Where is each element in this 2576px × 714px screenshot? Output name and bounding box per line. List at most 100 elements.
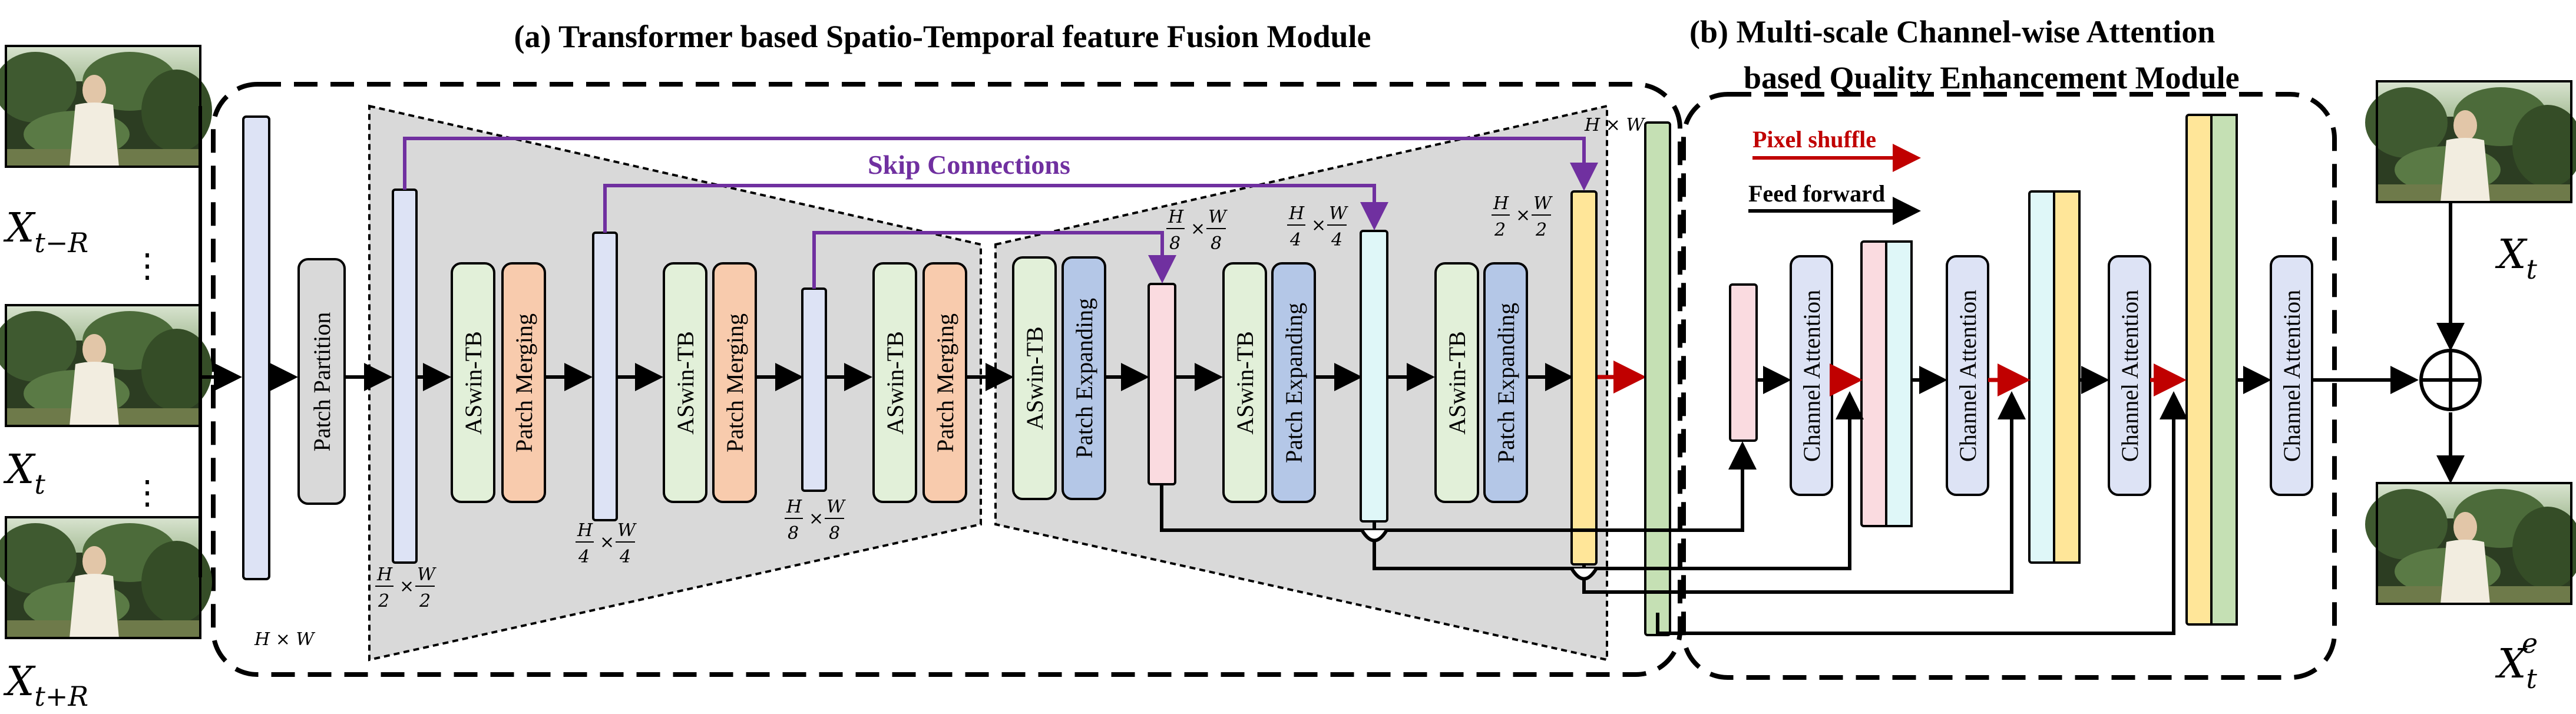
aswin-tb-block-3 — [872, 262, 917, 503]
svg-text:H: H — [1493, 193, 1509, 214]
svg-text:×: × — [399, 576, 414, 597]
svg-text:8: 8 — [829, 523, 840, 544]
cross-module-connections — [1160, 391, 2188, 636]
feature-map-decoder-h2 — [1570, 190, 1598, 566]
dimension-labels: H × W H × W H 2 × W 2 H 4 × W 4 H 8 × W 8 H 8 ×… — [254, 115, 1645, 650]
dim-h2-w2-decoder: H 2 × W 2 — [1492, 193, 1553, 240]
svg-text:4: 4 — [1289, 230, 1301, 250]
skip-connections — [403, 137, 1598, 289]
vertical-dots-top: ⋮ — [131, 248, 164, 285]
patch-merging-block-1 — [501, 262, 546, 503]
mcab-feature-green-half — [2210, 114, 2238, 626]
feature-map-h8 — [801, 287, 827, 492]
aswin-tb-block-5 — [1222, 262, 1267, 503]
feature-map-hw — [242, 115, 270, 580]
patch-expanding-block-2 — [1271, 262, 1316, 503]
svg-text:H: H — [376, 564, 393, 585]
feature-map-h2 — [392, 189, 418, 564]
patch-merging-block-3 — [922, 262, 967, 503]
label-output-x-t: Xt — [2495, 232, 2537, 285]
input-frame-t — [0, 304, 213, 427]
channel-attention-label-4: Channel Attention — [2279, 290, 2305, 462]
output-frame-t — [2364, 80, 2576, 203]
aswin-tb-block-2 — [663, 262, 707, 503]
label-x-t-plus-r: Xt+R — [3, 659, 88, 712]
hop-arc-2 — [1570, 567, 1598, 581]
module-a-title: (a) Transformer based Spatio-Temporal fe… — [514, 19, 1371, 54]
legend: Pixel shuffle Feed forward — [1748, 126, 1921, 225]
hop-arc-1 — [1360, 529, 1388, 543]
aswin-tb-label-1: ASwin-TB — [460, 331, 487, 435]
input-frame-t-minus-r — [0, 45, 213, 168]
mcab-feature-cyan-half — [1885, 240, 1913, 527]
svg-text:×: × — [1311, 215, 1326, 236]
svg-text:4: 4 — [578, 547, 590, 567]
svg-text:8: 8 — [1211, 233, 1222, 254]
svg-text:W: W — [1208, 207, 1228, 227]
aswin-tb-label-2: ASwin-TB — [672, 331, 699, 435]
svg-text:W: W — [826, 497, 846, 517]
patch-partition-label: Patch Partition — [309, 312, 335, 452]
patch-merging-label-1: Patch Merging — [511, 313, 537, 452]
svg-text:×: × — [1516, 205, 1530, 226]
svg-text:W: W — [417, 564, 437, 585]
module-b-title-line1: (b) Multi-scale Channel-wise Attention — [1689, 14, 2215, 49]
svg-text:8: 8 — [788, 523, 799, 544]
svg-text:2: 2 — [1494, 220, 1506, 240]
elementwise-sum-node — [2419, 349, 2482, 411]
patch-merging-label-3: Patch Merging — [932, 313, 958, 452]
patch-merging-block-2 — [712, 262, 757, 503]
skip-connections-label: Skip Connections — [868, 150, 1070, 180]
aswin-tb-label-5: ASwin-TB — [1232, 331, 1258, 435]
svg-text:4: 4 — [619, 547, 631, 567]
aswin-tb-block-1 — [451, 262, 495, 503]
output-frame-enhanced — [2364, 482, 2576, 605]
svg-text:W: W — [1329, 203, 1348, 224]
dim-h8-w8-encoder: H 8 × W 8 — [785, 497, 846, 544]
svg-text:W: W — [617, 520, 637, 541]
aswin-tb-block-4 — [1012, 256, 1057, 500]
module-b-title-line2: based Quality Enhancement Module — [1744, 60, 2240, 95]
feature-map-fused-hw — [1644, 121, 1671, 636]
dim-hw-input: H × W — [254, 629, 315, 650]
dim-h4-w4-encoder: H 4 × W 4 — [576, 520, 637, 567]
channel-attention-label-1: Channel Attention — [1798, 290, 1825, 462]
patch-expanding-label-3: Patch Expanding — [1493, 303, 1519, 463]
svg-text:×: × — [600, 532, 614, 553]
aswin-tb-block-6 — [1434, 262, 1479, 503]
mcab-feature-yellow-half — [2053, 190, 2081, 564]
feature-map-decoder-h4 — [1360, 230, 1388, 523]
dim-h4-w4-decoder: H4 × W4 — [1287, 203, 1348, 250]
patch-expanding-label-2: Patch Expanding — [1281, 303, 1307, 463]
patch-expanding-label-1: Patch Expanding — [1071, 298, 1097, 458]
feature-map-decoder-h8 — [1148, 283, 1176, 485]
svg-text:H: H — [577, 520, 593, 541]
dim-hw-decoder: H × W — [1584, 115, 1645, 135]
label-x-t-minus-r: Xt−R — [3, 205, 88, 259]
feature-map-h4 — [592, 232, 618, 521]
input-frame-t-plus-r — [0, 516, 213, 639]
patch-expanding-block-1 — [1062, 256, 1106, 500]
vertical-dots-bottom: ⋮ — [131, 475, 164, 511]
patch-partition-block — [297, 258, 346, 505]
svg-text:4: 4 — [1331, 230, 1342, 250]
mcab-feature-pink — [1729, 283, 1758, 442]
svg-text:H: H — [1168, 207, 1184, 227]
svg-text:H: H — [786, 497, 802, 517]
svg-text:8: 8 — [1169, 233, 1180, 254]
svg-text:×: × — [809, 508, 824, 529]
dim-h8-w8-decoder: H 8 × W 8 — [1166, 207, 1228, 254]
patch-merging-label-2: Patch Merging — [722, 313, 748, 452]
svg-text:2: 2 — [419, 591, 431, 611]
label-x-t: Xt — [3, 447, 45, 500]
legend-pixel-shuffle-label: Pixel shuffle — [1752, 126, 1876, 153]
label-output-x-t-e: Xte — [2495, 627, 2538, 695]
aswin-tb-label-4: ASwin-TB — [1021, 326, 1048, 430]
aswin-tb-label-6: ASwin-TB — [1444, 331, 1470, 435]
svg-text:2: 2 — [1535, 220, 1547, 240]
module-a-border — [211, 82, 1682, 677]
svg-text:W: W — [1533, 193, 1553, 214]
channel-attention-label-2: Channel Attention — [1955, 290, 1981, 462]
svg-text:×: × — [1191, 219, 1205, 239]
